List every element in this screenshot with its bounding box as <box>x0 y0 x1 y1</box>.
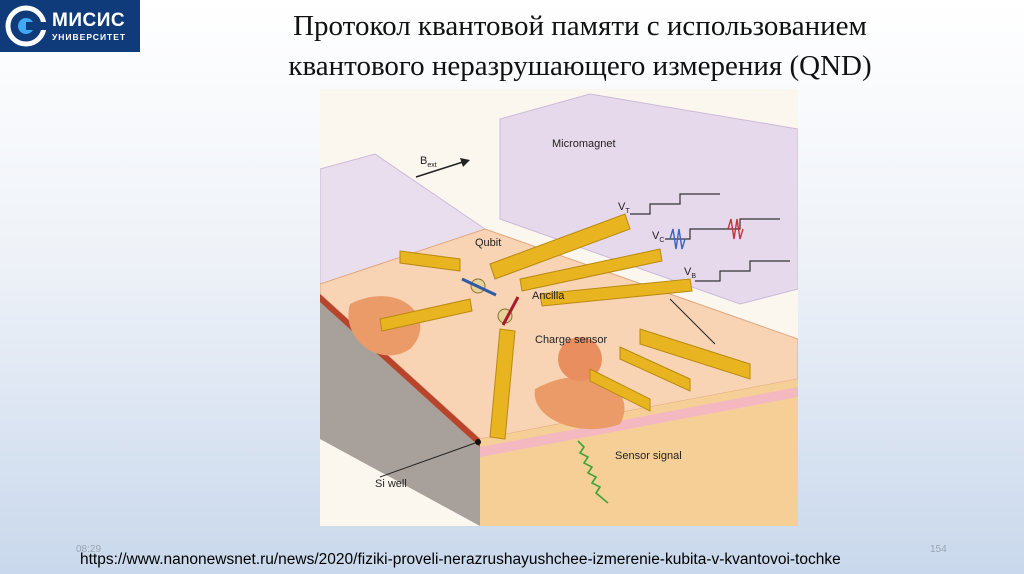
qnd-device-figure: Bext Micromagnet Qubit Ancilla Charge se… <box>320 89 798 526</box>
micromagnet-label: Micromagnet <box>552 138 616 150</box>
misis-logo-icon <box>4 4 48 48</box>
bext-arrow-head <box>460 158 470 167</box>
ancilla-label: Ancilla <box>532 290 565 302</box>
slide-title-line2: квантового неразрушающего измерения (QND… <box>180 46 980 86</box>
sensor-signal-label: Sensor signal <box>615 450 682 462</box>
slide-title-line1: Протокол квантовой памяти с использовани… <box>180 6 980 46</box>
device-illustration: Bext Micromagnet Qubit Ancilla Charge se… <box>320 89 798 526</box>
si-well-dot <box>475 439 481 445</box>
charge-sensor-label: Charge sensor <box>535 334 607 346</box>
logo-name: МИСИС <box>52 11 126 30</box>
slide-title: Протокол квантовой памяти с использовани… <box>180 6 980 86</box>
bext-label: Bext <box>420 155 437 169</box>
misis-logo: МИСИС УНИВЕРСИТЕТ <box>0 0 140 52</box>
si-well-label: Si well <box>375 478 407 490</box>
logo-subtitle: УНИВЕРСИТЕТ <box>52 33 126 42</box>
source-url-link[interactable]: https://www.nanonewsnet.ru/news/2020/fiz… <box>80 551 841 569</box>
slide-page-number: 154 <box>930 544 947 555</box>
qubit-label: Qubit <box>475 237 501 249</box>
